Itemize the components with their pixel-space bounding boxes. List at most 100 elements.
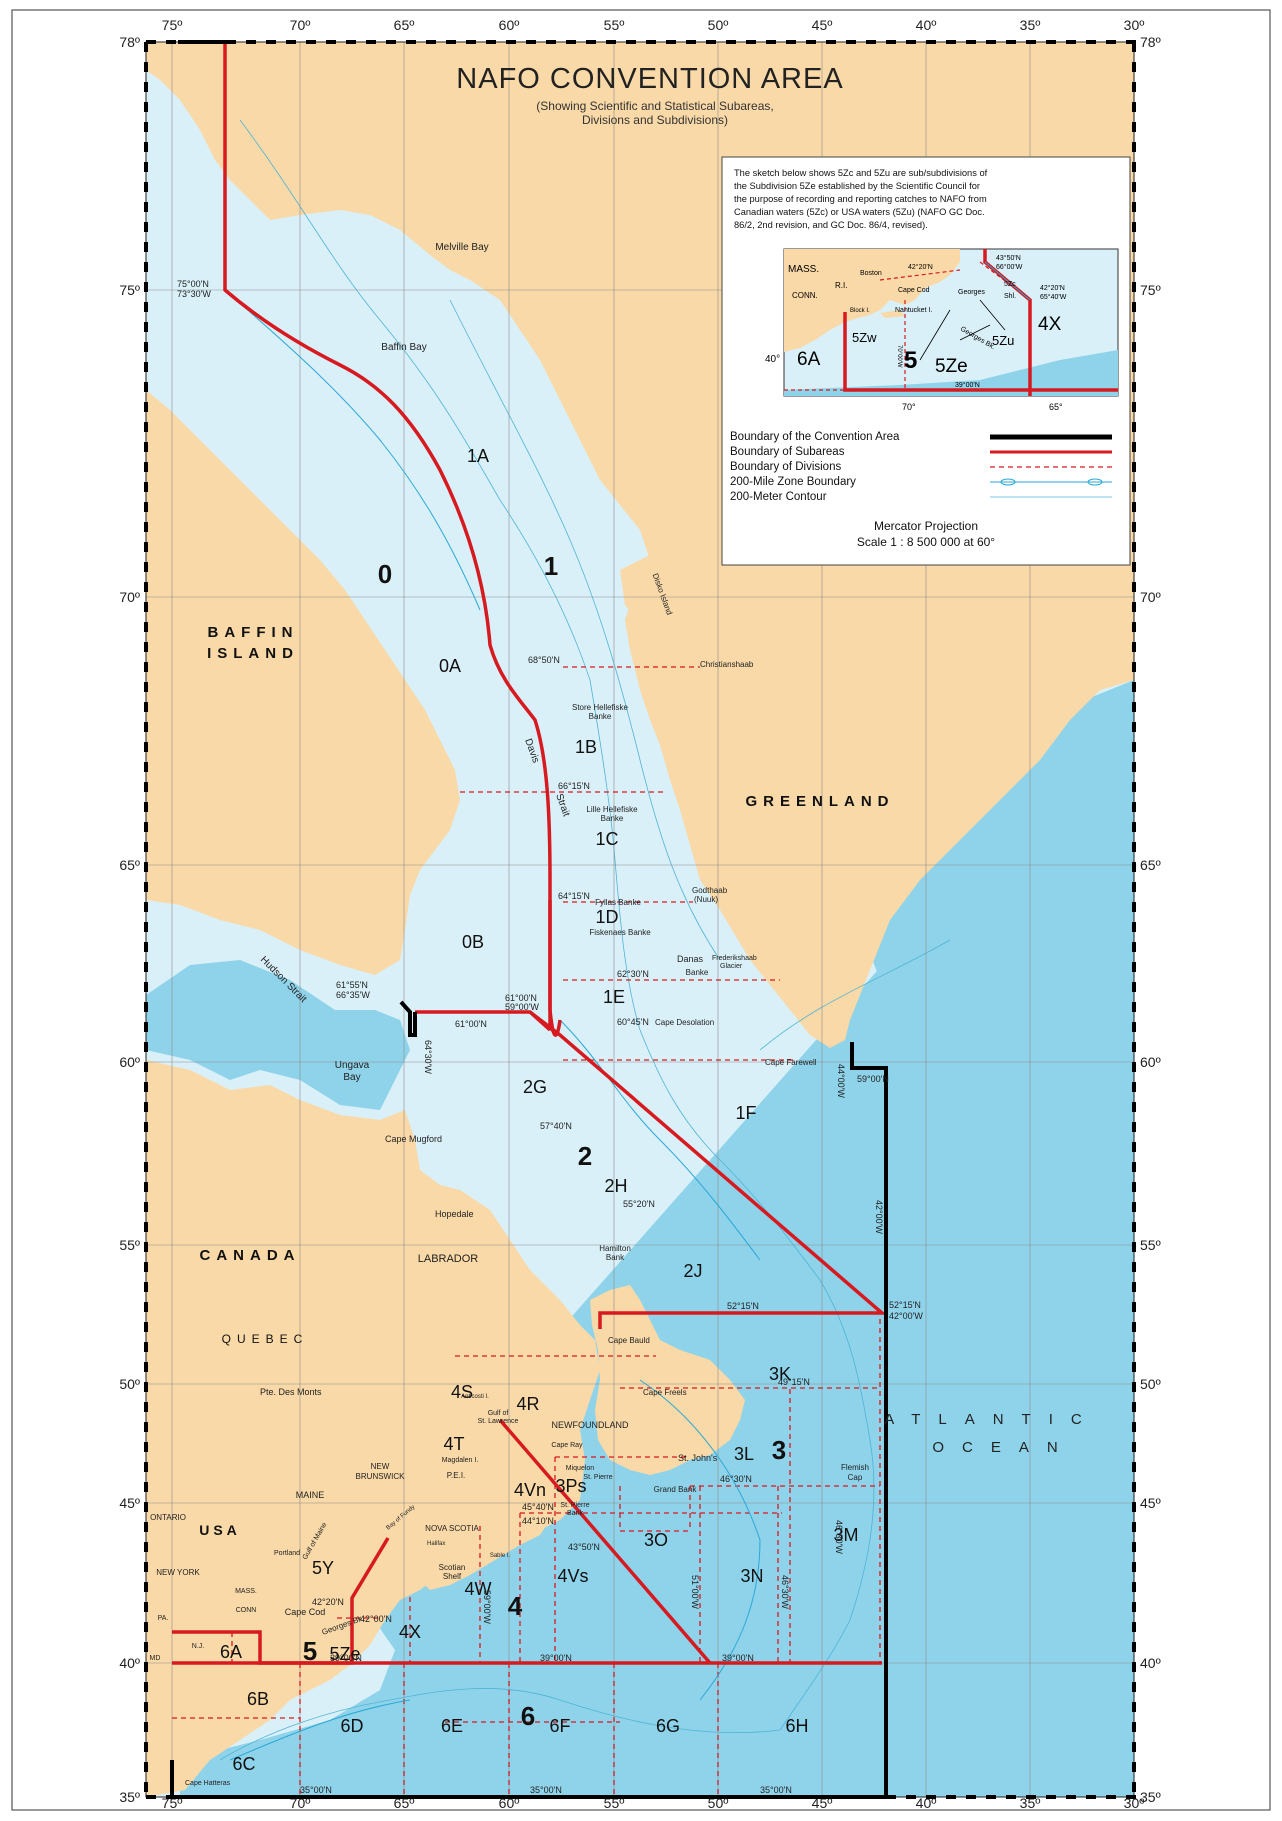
christianshaab: Christianshaab xyxy=(700,660,754,669)
gulf-line1: Gulf of xyxy=(488,1410,509,1417)
scotian-line1: Scotian xyxy=(439,1563,466,1572)
division-5y: 5Y xyxy=(312,1558,334,1578)
legend-item-convention: Boundary of the Convention Area xyxy=(730,431,1112,443)
longitude-label-top: 55º xyxy=(604,17,625,33)
subarea-0: 0 xyxy=(378,559,392,589)
coord-44w: 44°00'W xyxy=(836,1064,846,1098)
division-labels: 1A 0A 1B 1C 0B 1D 1E 1F 2G 2H 2J 3K 4S 4… xyxy=(220,446,859,1774)
longitude-label-top: 75º xyxy=(162,17,183,33)
division-1e: 1E xyxy=(603,987,625,1007)
coord-75n-line2: 73°30'W xyxy=(177,289,211,299)
danas-label: Danas xyxy=(677,954,704,964)
latitude-label-left: 60º xyxy=(119,1054,140,1070)
200m-contours xyxy=(219,119,951,1761)
latitude-label-left: 40º xyxy=(119,1655,140,1671)
cape-ray: Cape Ray xyxy=(551,1442,583,1449)
division-3n: 3N xyxy=(740,1566,763,1586)
coord-52-15n-42w-line2: 42°00'W xyxy=(889,1311,923,1321)
map-title: NAFO CONVENTION AREA xyxy=(456,63,843,95)
disko-island xyxy=(620,555,690,630)
fyllas-banke: Fyllas Banke xyxy=(595,898,641,907)
quebec-label: QUEBEC xyxy=(222,1332,309,1346)
division-0a: 0A xyxy=(439,656,461,676)
division-2j: 2J xyxy=(683,1261,702,1281)
legend-label-200mile: 200-Mile Zone Boundary xyxy=(730,476,856,488)
conn-label: CONN xyxy=(236,1607,257,1614)
legend-label-subareas: Boundary of Subareas xyxy=(730,446,845,458)
map-subtitle-line2: Divisions and Subdivisions) xyxy=(582,113,728,127)
newfoundland-land xyxy=(590,1285,745,1475)
division-4vn: 4Vn xyxy=(514,1480,546,1500)
scotian-line2: Shelf xyxy=(443,1572,462,1581)
usa-label: USA xyxy=(199,1522,241,1538)
longitude-label-top: 35º xyxy=(1020,17,1041,33)
legend-scale: Scale 1 : 8 500 000 at 60° xyxy=(857,535,995,549)
nj-label: N.J. xyxy=(192,1643,205,1650)
coord-46-30w-b: 46°30'W xyxy=(834,1520,844,1554)
godthaab-line2: (Nuuk) xyxy=(694,895,718,904)
division-2h: 2H xyxy=(604,1176,627,1196)
inset-nantucket: Nantucket I. xyxy=(895,307,932,314)
latitude-label-right: 45º xyxy=(1140,1495,1161,1511)
baffin-label-line2: ISLAND xyxy=(207,645,299,662)
coord-68-50n: 68°50'N xyxy=(528,655,560,665)
coord-45-40n: 45°40'N xyxy=(522,1502,554,1512)
flemish-line1: Flemish xyxy=(841,1463,869,1472)
legend-note-line4: Canadian waters (5Zc) or USA waters (5Zu… xyxy=(734,207,985,217)
atlantic-label: ATLANTIC xyxy=(884,1411,1099,1428)
cape-bauld: Cape Bauld xyxy=(608,1336,650,1345)
division-1b: 1B xyxy=(575,737,597,757)
latitude-label-right: 40º xyxy=(1140,1655,1161,1671)
banke-label: Banke xyxy=(686,968,709,977)
pte-des-monts: Pte. Des Monts xyxy=(260,1387,322,1397)
inset-shl: Shl. xyxy=(1004,293,1016,300)
division-6c: 6C xyxy=(232,1754,255,1774)
greenland-label: GREENLAND xyxy=(745,793,894,810)
coord-46-30w: 46°30'W xyxy=(780,1575,790,1609)
inset-block: Block I. xyxy=(850,308,870,314)
latitude-label-right: 70º xyxy=(1140,589,1161,605)
fiskenaes-banke: Fiskenaes Banke xyxy=(589,928,651,937)
latitude-label-left: 45º xyxy=(119,1495,140,1511)
subarea-5: 5 xyxy=(303,1636,317,1666)
coord-39n-b: 39°00'N xyxy=(540,1653,572,1663)
division-4t: 4T xyxy=(443,1434,464,1454)
legend-note-line5: 86/2, 2nd revision, and GC Doc. 86/4, re… xyxy=(734,220,928,230)
hamilton-line1: Hamilton xyxy=(599,1244,631,1253)
division-1f: 1F xyxy=(735,1103,756,1123)
inset-boston: Boston xyxy=(860,270,882,277)
latitude-label-left: 78º xyxy=(119,34,140,50)
mainland-canada-land xyxy=(146,1060,600,1797)
coord-39n-a: 39°00'N xyxy=(330,1653,362,1663)
new-brunswick-line2: BRUNSWICK xyxy=(356,1472,406,1481)
longitude-label-top: 65º xyxy=(394,17,415,33)
baffin-label-line1: BAFFIN xyxy=(208,624,299,641)
hopedale: Hopedale xyxy=(435,1209,474,1219)
longitude-label-top: 40º xyxy=(916,17,937,33)
lille-hellefiske-line1: Lille Hellefiske xyxy=(586,805,638,814)
division-1a: 1A xyxy=(467,446,489,466)
inset-5ze: 5Ze xyxy=(935,356,968,377)
inset-lon65: 65° xyxy=(1049,402,1063,412)
st-pierre-bank-line1: St. Pierre xyxy=(560,1502,589,1509)
legend-note-line2: the Subdivision 5Ze established by the S… xyxy=(734,181,980,191)
coord-59n: 59°00'N xyxy=(857,1074,889,1084)
coord-35n-b: 35°00'N xyxy=(530,1785,562,1795)
inset-43-50n-line2: 66°00'W xyxy=(996,263,1023,271)
longitude-label-top: 70º xyxy=(290,17,311,33)
latitude-label-left: 65º xyxy=(119,857,140,873)
st-pierre-bank-line2: Bank xyxy=(567,1510,583,1517)
coord-46-30n: 46°30'N xyxy=(720,1474,752,1484)
inset-42-20n-b-line2: 65°40'W xyxy=(1040,293,1067,301)
200-mile-zone-boundary xyxy=(224,100,761,1761)
legend-note-line3: the purpose of recording and reporting c… xyxy=(734,194,987,204)
frederikshaab-line1: Frederikshaab xyxy=(712,955,757,962)
anticosti-island xyxy=(450,1388,505,1400)
division-2g: 2G xyxy=(523,1077,547,1097)
convention-area-boundary xyxy=(170,40,888,1799)
coord-55-20n: 55°20'N xyxy=(623,1199,655,1209)
latitude-label-left: 55º xyxy=(119,1237,140,1253)
division-1c: 1C xyxy=(595,829,618,849)
coord-66-15n: 66°15'N xyxy=(558,781,590,791)
